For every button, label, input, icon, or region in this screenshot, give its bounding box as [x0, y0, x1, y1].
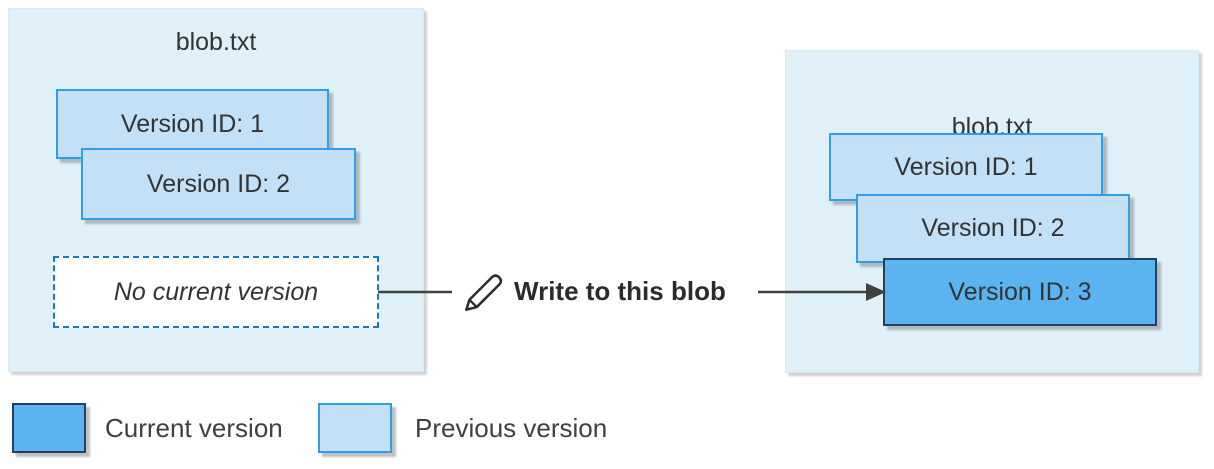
pencil-icon — [458, 268, 508, 318]
before-blob-title: blob.txt — [175, 28, 257, 56]
after-version-1-label: Version ID: 1 — [894, 152, 1038, 181]
before-version-box-2: Version ID: 2 — [81, 148, 356, 220]
current-version-swatch — [12, 403, 86, 453]
write-action-label: Write to this blob — [514, 276, 726, 306]
after-version-box-1: Version ID: 1 — [829, 133, 1103, 201]
after-version-2-label: Version ID: 2 — [921, 214, 1065, 242]
previous-version-label: Previous version — [415, 412, 608, 443]
after-version-3-label: Version ID: 3 — [948, 277, 1092, 306]
before-version-1-label: Version ID: 1 — [120, 109, 265, 138]
after-version-box-2: Version ID: 2 — [856, 194, 1130, 263]
before-blob-container: blob.txt Version ID: 1 Version ID: 2 No … — [8, 8, 424, 372]
after-version-box-3-current: Version ID: 3 — [883, 258, 1157, 326]
before-version-2-label: Version ID: 2 — [146, 169, 291, 198]
after-blob-container: blob.txt Version ID: 1 Version ID: 2 Ver… — [785, 50, 1199, 373]
no-current-version-box: No current version — [53, 256, 379, 328]
before-version-box-1: Version ID: 1 — [56, 89, 329, 159]
no-current-version-label: No current version — [113, 277, 319, 306]
current-version-label: Current version — [105, 412, 283, 443]
previous-version-swatch — [318, 403, 392, 453]
